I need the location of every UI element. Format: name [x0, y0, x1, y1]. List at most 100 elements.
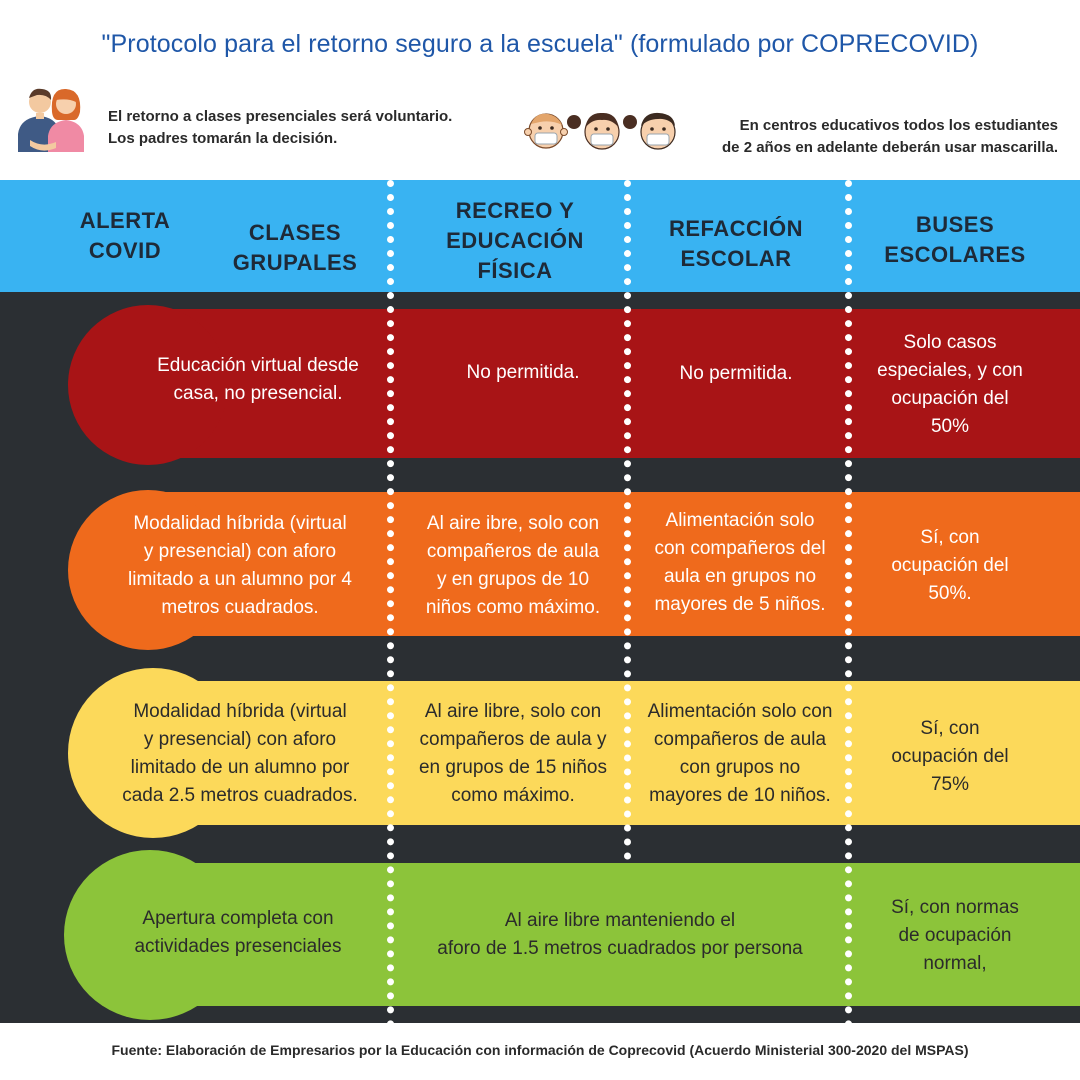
cell-line: Sí, con: [920, 527, 980, 548]
note-right-line2: de 2 años en adelante deberán usar masca…: [722, 139, 1058, 156]
cell-line: compañeros de aula: [426, 541, 600, 562]
note-left-line2: Los padres tomarán la decisión.: [108, 130, 338, 147]
note-left-line1: El retorno a clases presenciales será vo…: [108, 108, 453, 125]
header-recreo-line2: EDUCACIÓN: [446, 228, 584, 253]
table-header: ALERTA COVID CLASES GRUPALES RECREO Y ED…: [0, 180, 1080, 292]
alert-row-yellow: Modalidad híbrida (virtual y presencial)…: [0, 668, 1080, 838]
header-recreo-line1: RECREO Y: [455, 198, 575, 223]
row-circle-red: [68, 305, 228, 465]
row-bar-red: [160, 309, 1080, 458]
cell-refaccion-yellow: Alimentación solo con compañeros de aula…: [630, 698, 850, 810]
cell-line: Educación virtual desde: [157, 355, 359, 376]
cell-line: Al aire libre, solo con: [424, 701, 602, 722]
cell-recreo-red: No permitida.: [400, 359, 646, 387]
column-divider: [845, 180, 852, 1028]
cell-buses-red: Solo casos especiales, y con ocupación d…: [855, 329, 1045, 441]
cell-line: 50%: [930, 416, 970, 437]
cell-line: mayores de 5 niños.: [654, 594, 826, 615]
row-bar-orange: [160, 492, 1080, 636]
cell-line: con compañeros del: [654, 538, 826, 559]
cell-line: Modalidad híbrida (virtual: [133, 701, 347, 722]
cell-line: casa, no presencial.: [173, 383, 343, 404]
cell-recreo-orange: Al aire ibre, solo con compañeros de aul…: [398, 510, 628, 622]
cell-line: en grupos de 15 niños: [418, 757, 608, 778]
cell-refaccion-red: No permitida.: [636, 360, 836, 388]
header-clases-grupales: CLASES GRUPALES: [210, 218, 380, 278]
cell-line: Sí, con normas: [891, 897, 1019, 918]
cell-line: compañeros de aula: [653, 729, 827, 750]
header-refaccion-escolar: REFACCIÓN ESCOLAR: [636, 214, 836, 274]
cell-buses-green: Sí, con normas de ocupación normal,: [855, 894, 1055, 978]
cell-line: niños como máximo.: [425, 597, 601, 618]
cell-line: No permitida.: [466, 362, 580, 383]
header-alerta-covid: ALERTA COVID: [60, 206, 190, 266]
cell-clases-green: Apertura completa con actividades presen…: [100, 905, 376, 961]
header-buses-escolares: BUSES ESCOLARES: [860, 210, 1050, 270]
cell-recreo-yellow: Al aire libre, solo con compañeros de au…: [396, 698, 630, 810]
cell-clases-yellow: Modalidad híbrida (virtual y presencial)…: [100, 698, 380, 810]
cell-line: limitado a un alumno por 4: [128, 569, 352, 590]
cell-line: y presencial) con aforo: [143, 541, 337, 562]
cell-line: ocupación del: [891, 746, 1009, 767]
header-recreo-educacion-fisica: RECREO Y EDUCACIÓN FÍSICA: [400, 196, 630, 286]
parents-icon: [12, 82, 88, 158]
cell-clases-red: Educación virtual desde casa, no presenc…: [110, 352, 406, 408]
alert-row-red: Educación virtual desde casa, no presenc…: [0, 305, 1080, 465]
column-divider: [624, 180, 631, 860]
header-refaccion-line2: ESCOLAR: [680, 246, 792, 271]
cell-line: con grupos no: [679, 757, 801, 778]
cell-line: como máximo.: [451, 785, 575, 806]
cell-line: Al aire ibre, solo con: [426, 513, 600, 534]
cell-line: 75%: [930, 774, 970, 795]
cell-line: actividades presenciales: [134, 936, 342, 957]
cell-line: Alimentación solo con: [647, 701, 833, 722]
cell-line: aforo de 1.5 metros cuadrados por person…: [437, 938, 803, 959]
header-buses-line1: BUSES: [915, 212, 995, 237]
header-alerta-line1: ALERTA: [79, 208, 171, 233]
source-footer: Fuente: Elaboración de Empresarios por l…: [111, 1042, 969, 1058]
row-circle-yellow: [68, 668, 238, 838]
cell-buses-yellow: Sí, con ocupación del 75%: [855, 715, 1045, 799]
header-refaccion-line1: REFACCIÓN: [668, 216, 804, 241]
cell-line: Solo casos: [903, 332, 997, 353]
cell-line: Alimentación solo: [665, 510, 815, 531]
cell-line: metros cuadrados.: [161, 597, 319, 618]
cell-line: Modalidad híbrida (virtual: [133, 513, 347, 534]
column-divider: [387, 180, 394, 1028]
header-clases-line1: CLASES: [248, 220, 342, 245]
cell-line: No permitida.: [679, 363, 793, 384]
mask-requirement-note: En centros educativos todos los estudian…: [638, 115, 1058, 159]
header-alerta-line2: COVID: [88, 238, 162, 263]
cell-line: compañeros de aula y: [419, 729, 607, 750]
row-circle-green: [64, 850, 236, 1020]
cell-line: Al aire libre manteniendo el: [504, 910, 736, 931]
cell-line: de ocupación: [898, 925, 1012, 946]
row-bar-green: [160, 863, 1080, 1006]
header-clases-line2: GRUPALES: [232, 250, 358, 275]
cell-buses-orange: Sí, con ocupación del 50%.: [855, 524, 1045, 608]
cell-line: Apertura completa con: [142, 908, 334, 929]
row-circle-orange: [68, 490, 228, 650]
cell-line: cada 2.5 metros cuadrados.: [122, 785, 358, 806]
cell-line: limitado de un alumno por: [130, 757, 350, 778]
children-with-masks-icon: [522, 108, 682, 154]
cell-clases-orange: Modalidad híbrida (virtual y presencial)…: [100, 510, 380, 622]
cell-line: ocupación del: [891, 555, 1009, 576]
page-title: "Protocolo para el retorno seguro a la e…: [101, 30, 979, 58]
cell-line: Sí, con: [920, 718, 980, 739]
note-right-line1: En centros educativos todos los estudian…: [739, 117, 1058, 134]
cell-line: especiales, y con: [877, 360, 1023, 381]
cell-line: mayores de 10 niños.: [649, 785, 831, 806]
cell-line: ocupación del: [891, 388, 1009, 409]
cell-line: normal,: [923, 953, 987, 974]
header-buses-line2: ESCOLARES: [884, 242, 1026, 267]
cell-line: aula en grupos no: [663, 566, 817, 587]
cell-line: y en grupos de 10: [436, 569, 590, 590]
alert-row-orange: Modalidad híbrida (virtual y presencial)…: [0, 490, 1080, 650]
alert-row-green: Apertura completa con actividades presen…: [0, 850, 1080, 1020]
row-bar-yellow: [160, 681, 1080, 825]
cell-line: 50%.: [928, 583, 972, 604]
cell-line: y presencial) con aforo: [143, 729, 337, 750]
cell-refaccion-orange: Alimentación solo con compañeros del aul…: [634, 507, 846, 619]
header-recreo-line3: FÍSICA: [477, 258, 553, 283]
